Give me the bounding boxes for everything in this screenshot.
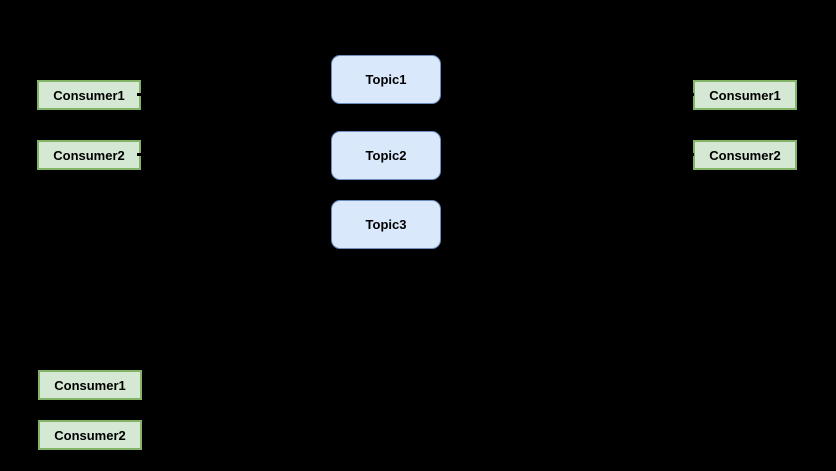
right-consumer2-node: Consumer2 — [693, 140, 797, 170]
connector-endpoint-dot — [137, 93, 142, 96]
connector-endpoint-dot — [689, 93, 694, 96]
topic1-node: Topic1 — [331, 55, 441, 104]
topic3-node: Topic3 — [331, 200, 441, 249]
bottom-consumer2-node: Consumer2 — [38, 420, 142, 450]
bottom-consumer1-node: Consumer1 — [38, 370, 142, 400]
topic2-node: Topic2 — [331, 131, 441, 180]
connector-endpoint-dot — [137, 153, 142, 156]
left-consumer2-node: Consumer2 — [37, 140, 141, 170]
left-consumer1-node: Consumer1 — [37, 80, 141, 110]
right-consumer1-node: Consumer1 — [693, 80, 797, 110]
connector-endpoint-dot — [689, 153, 694, 156]
